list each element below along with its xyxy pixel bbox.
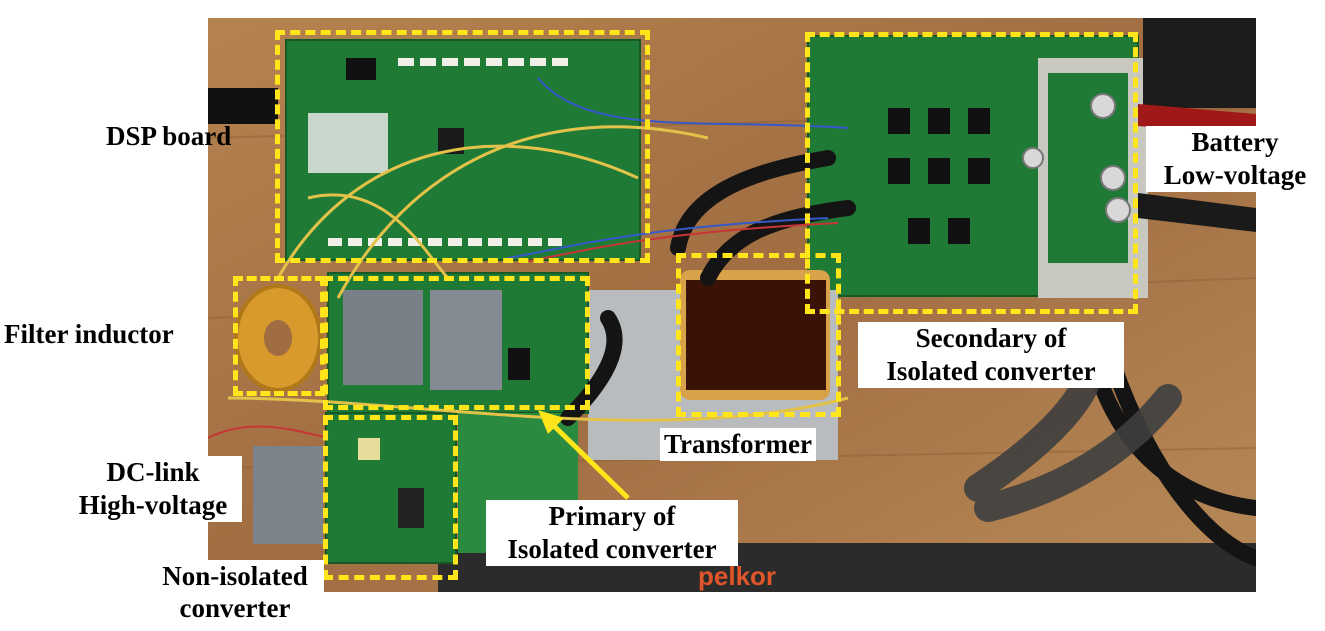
battery-label: Battery Low-voltage — [1146, 126, 1324, 192]
primary-arrow — [538, 410, 630, 500]
non-isolated-line-1: Non-isolated — [162, 561, 308, 591]
filter-inductor-label: Filter inductor — [4, 319, 174, 349]
primary-converter-box — [323, 276, 590, 410]
primary-label: Primary of Isolated converter — [486, 500, 738, 566]
non-isolated-converter-box — [323, 415, 458, 580]
filter-inductor-box — [233, 276, 325, 396]
dc-link-capacitor — [253, 446, 323, 544]
transformer-label: Transformer — [660, 428, 816, 461]
dc-link-line-1: DC-link — [106, 457, 200, 487]
hardware-photo: pelkor — [208, 18, 1256, 592]
dc-link-line-2: High-voltage — [78, 490, 228, 520]
primary-line-2: Isolated converter — [507, 534, 717, 564]
battery-line-2: Low-voltage — [1163, 160, 1307, 190]
dsp-board-box — [275, 30, 650, 263]
non-isolated-line-2: converter — [179, 593, 291, 623]
secondary-converter-box — [805, 32, 1138, 314]
non-isolated-label: Non-isolated converter — [146, 560, 324, 624]
secondary-line-1: Secondary of — [915, 323, 1067, 353]
dc-link-label: DC-link High-voltage — [64, 456, 242, 522]
transformer-box — [676, 253, 841, 417]
dsp-board-label: DSP board — [106, 121, 232, 151]
secondary-label: Secondary of Isolated converter — [858, 322, 1124, 388]
primary-line-1: Primary of — [548, 501, 676, 531]
non-isolated-board-pcb — [325, 412, 457, 564]
secondary-line-2: Isolated converter — [886, 356, 1096, 386]
battery-line-1: Battery — [1191, 127, 1279, 157]
brand-text: pelkor — [698, 561, 776, 591]
